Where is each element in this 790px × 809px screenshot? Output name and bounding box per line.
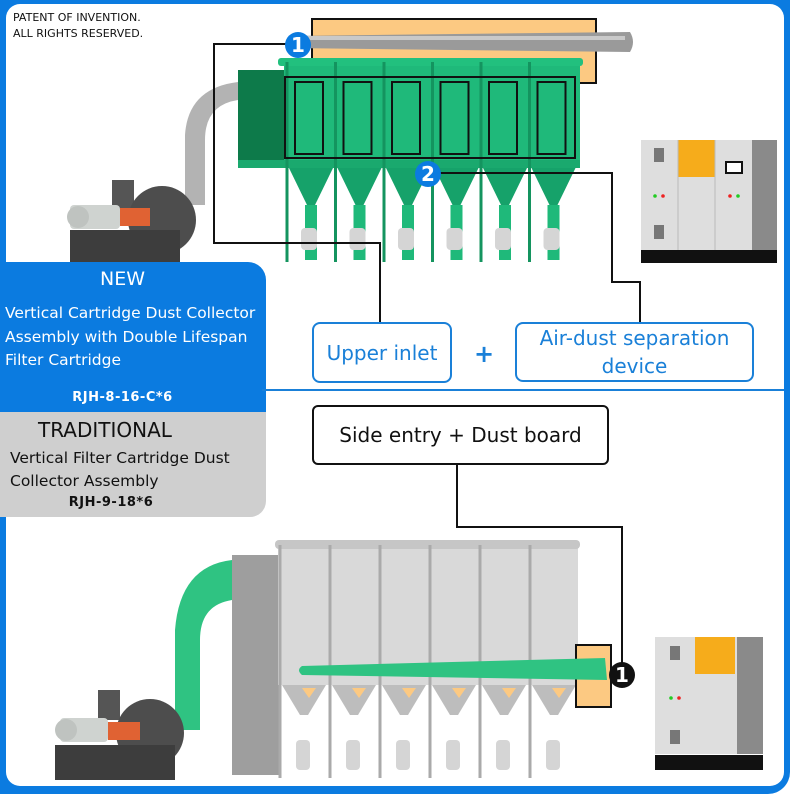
new-description: Vertical Cartridge Dust Collector Assemb… xyxy=(5,304,256,369)
connector-side-entry xyxy=(456,464,623,663)
new-unit xyxy=(285,62,333,262)
badge-side-entry: 1 xyxy=(609,662,635,688)
cartridge-outline xyxy=(342,81,373,155)
cartridge-outline xyxy=(488,81,518,155)
cartridge-highlight-box xyxy=(284,76,576,159)
connector-separation xyxy=(440,172,641,322)
traditional-unit xyxy=(428,545,476,778)
cartridge-outline xyxy=(391,81,421,155)
patent-line-2: ALL RIGHTS RESERVED. xyxy=(13,27,144,40)
new-tag: NEW xyxy=(99,268,145,290)
section-divider xyxy=(262,389,784,391)
fan-motor-new xyxy=(67,180,196,264)
patent-notice: PATENT OF INVENTION. ALL RIGHTS RESERVED… xyxy=(13,10,143,42)
side-entry-pipe xyxy=(299,658,607,680)
traditional-unit xyxy=(378,545,426,778)
fan-motor-traditional xyxy=(55,690,184,780)
control-cabinet-traditional xyxy=(655,637,763,770)
traditional-model: RJH-9-18*6 xyxy=(68,495,154,510)
cartridge-outline xyxy=(536,81,567,155)
traditional-unit xyxy=(478,545,526,778)
patent-line-1: PATENT OF INVENTION. xyxy=(13,11,141,24)
cartridge-outline xyxy=(439,81,470,155)
new-unit xyxy=(334,62,382,262)
new-collector xyxy=(238,58,583,262)
traditional-tag: TRADITIONAL xyxy=(38,418,172,442)
traditional-info-panel: TRADITIONAL Vertical Filter Cartridge Du… xyxy=(0,395,266,517)
callout-side-entry: Side entry + Dust board xyxy=(312,405,609,465)
callout-upper-inlet: Upper inlet xyxy=(312,322,452,383)
connector-upper-inlet xyxy=(213,43,381,322)
new-info-panel: NEW Vertical Cartridge Dust Collector As… xyxy=(0,262,266,412)
new-unit xyxy=(528,62,576,262)
plus-sign: + xyxy=(474,340,495,368)
new-unit xyxy=(479,62,527,262)
traditional-description: Vertical Filter Cartridge Dust Collector… xyxy=(10,449,230,490)
side-pipe-gray xyxy=(185,82,238,205)
badge-upper-inlet: 1 xyxy=(285,32,311,58)
traditional-unit xyxy=(278,545,326,778)
side-pipe-green xyxy=(175,560,232,730)
traditional-collector xyxy=(232,540,580,778)
badge-separation-device: 2 xyxy=(415,161,441,187)
cartridge-outline xyxy=(294,81,324,155)
callout-separation-device: Air-dust separation device xyxy=(515,322,754,382)
traditional-unit xyxy=(328,545,376,778)
upper-inlet-pipe-highlight xyxy=(300,36,625,40)
new-model: RJH-8-16-C*6 xyxy=(72,390,173,405)
control-cabinet-new xyxy=(641,140,777,263)
